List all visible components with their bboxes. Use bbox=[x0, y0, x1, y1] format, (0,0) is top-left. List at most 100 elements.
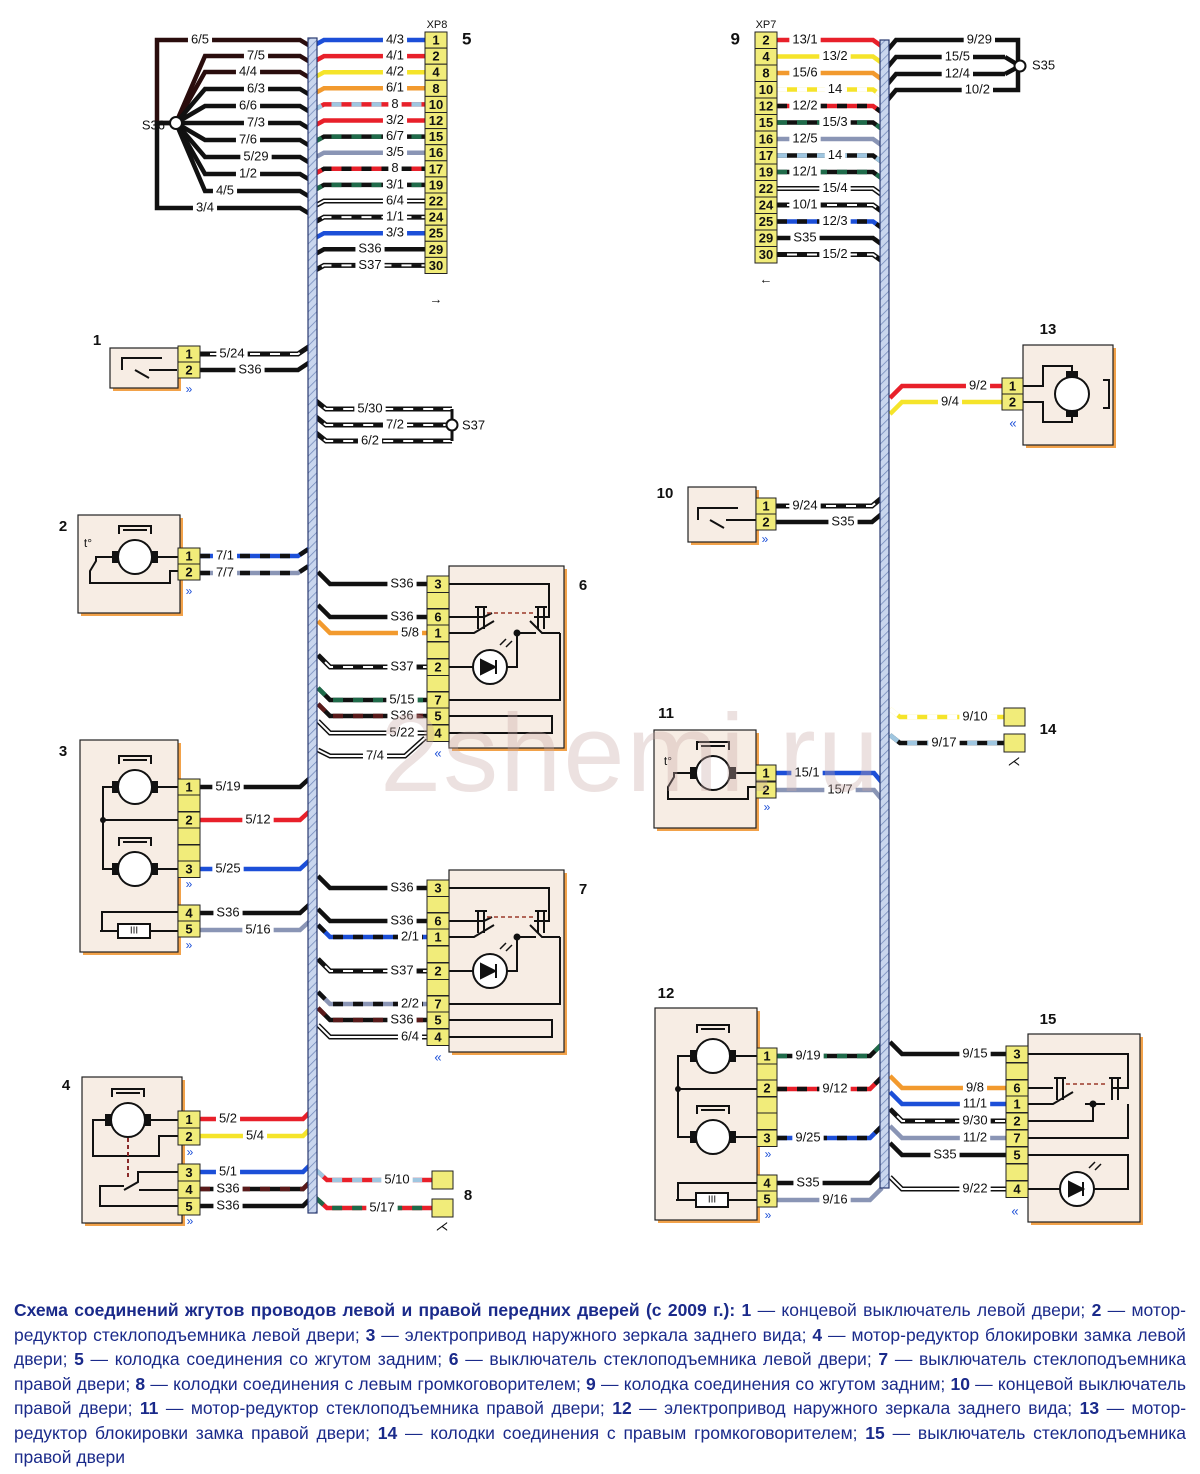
switch-icon bbox=[121, 357, 177, 379]
caption-item: 3 — электропривод наружного зеркала задн… bbox=[359, 1324, 807, 1345]
s36-wire-label: 6/5 bbox=[191, 31, 209, 46]
caption-item: 11 — мотор-редуктор стеклоподъемника пра… bbox=[132, 1398, 605, 1418]
label-knockout bbox=[240, 147, 272, 165]
label-knockout bbox=[354, 399, 386, 417]
label-knockout bbox=[382, 223, 408, 241]
component-number-12: 12 bbox=[658, 985, 675, 1002]
pin-number: 10 bbox=[759, 82, 773, 97]
motor-icon bbox=[117, 539, 153, 575]
label-knockout bbox=[959, 1094, 991, 1112]
component-7-wire-label: 2/2 bbox=[401, 995, 419, 1010]
label-knockout bbox=[789, 162, 821, 180]
label-knockout bbox=[387, 607, 417, 625]
wire-stripe bbox=[316, 990, 427, 1007]
caption-item-number: 11 bbox=[132, 1398, 159, 1418]
component-12-wire-label: 9/25 bbox=[795, 1129, 820, 1144]
label-knockout bbox=[793, 1173, 823, 1191]
connector-latch-icon: » bbox=[186, 382, 193, 396]
component-12-pin bbox=[756, 1096, 778, 1114]
label-knockout bbox=[819, 244, 851, 262]
gear-bracket-icon bbox=[118, 755, 152, 764]
connector-latch-icon: « bbox=[1009, 415, 1016, 430]
connector-latch-icon: » bbox=[186, 584, 193, 598]
label-knockout bbox=[215, 1162, 241, 1180]
caption-item: 6 — выключатель стеклоподъемника левой д… bbox=[442, 1349, 872, 1369]
xp7-wire-label: 12/5 bbox=[792, 130, 817, 145]
pin-number: 1 bbox=[185, 548, 192, 563]
caption-item: 15 — выключатель стеклоподъемника правой… bbox=[14, 1422, 1187, 1468]
component-11-pin bbox=[755, 764, 777, 782]
s36-splice-node bbox=[169, 116, 183, 130]
caption-item-number: 6 bbox=[442, 1349, 459, 1369]
component-7-pin-slot bbox=[426, 945, 450, 963]
pin-number: 1 bbox=[763, 1049, 770, 1064]
label-knockout bbox=[819, 112, 851, 130]
label-knockout bbox=[366, 1198, 398, 1216]
xp8-wire bbox=[311, 230, 425, 242]
wire-stripe bbox=[777, 1075, 884, 1092]
light-rays-icon bbox=[499, 942, 513, 952]
label-knockout bbox=[382, 207, 408, 225]
label-knockout bbox=[789, 63, 821, 81]
pin-number: 25 bbox=[429, 226, 443, 241]
component-number-4: 4 bbox=[62, 1077, 71, 1094]
xp8-wire bbox=[311, 69, 425, 81]
xp8-wire-label: 3/1 bbox=[386, 176, 404, 191]
s35-wire-label: 9/29 bbox=[967, 31, 992, 46]
caption-item-number: 7 bbox=[871, 1349, 889, 1369]
wire-core bbox=[312, 200, 425, 208]
xp8-wire-label: 6/1 bbox=[386, 80, 404, 95]
pin-number: 3 bbox=[434, 881, 441, 896]
component-15-pin-slot bbox=[1005, 1062, 1029, 1080]
connector-latch-icon: » bbox=[186, 877, 193, 891]
s36-wire bbox=[154, 120, 312, 216]
left-harness-trunk bbox=[307, 37, 318, 1214]
s35-wire-label: 12/4 bbox=[945, 65, 970, 80]
light-rays-icon bbox=[499, 638, 513, 648]
label-knockout bbox=[824, 145, 846, 163]
junction-dot bbox=[513, 629, 521, 637]
component-14-wire-label: 9/17 bbox=[931, 734, 956, 749]
component-6-wire-label: S36 bbox=[390, 608, 413, 623]
pin-number: 2 bbox=[763, 1081, 770, 1096]
right-harness-trunk bbox=[879, 39, 890, 1189]
connector-xp8-label: XP8 bbox=[427, 19, 448, 31]
caption-item-number: 4 bbox=[806, 1324, 823, 1345]
pin-number: 5 bbox=[185, 921, 192, 936]
label-knockout bbox=[382, 143, 408, 161]
gear-bracket-icon bbox=[1103, 379, 1110, 409]
pin-number: 7 bbox=[1013, 1131, 1020, 1146]
caption-item-text: концевой выключатель правой двери bbox=[14, 1373, 1186, 1419]
xp7-wire-label: 15/4 bbox=[822, 180, 847, 195]
caption-item-text: выключатель стеклоподъемника правой двер… bbox=[14, 1349, 1186, 1394]
component-10-pin bbox=[755, 513, 777, 531]
s37-label: S37 bbox=[462, 417, 485, 432]
wire-core bbox=[317, 1024, 427, 1038]
component-number-5: 5 bbox=[462, 29, 471, 48]
pin-number: 30 bbox=[759, 247, 773, 262]
label-knockout bbox=[355, 239, 385, 257]
pin-number: 1 bbox=[185, 1112, 192, 1127]
pin-number: 24 bbox=[759, 198, 774, 213]
component-number-10: 10 bbox=[657, 485, 674, 502]
component-15-wire-label: 9/22 bbox=[962, 1180, 987, 1195]
pin-number: 17 bbox=[759, 148, 773, 163]
pin-number: 19 bbox=[759, 165, 773, 180]
pin-number: 6 bbox=[434, 914, 441, 929]
pin-number: 12 bbox=[429, 113, 443, 128]
component-11-pin bbox=[755, 781, 777, 799]
component-6-wire-label: S37 bbox=[390, 658, 413, 673]
label-knockout bbox=[789, 496, 821, 514]
component-3-wire-label: 5/19 bbox=[215, 778, 240, 793]
component-12-wire-label: 9/16 bbox=[822, 1191, 847, 1206]
motor-brush bbox=[112, 551, 120, 563]
label-knockout bbox=[243, 79, 269, 97]
component-12-pin bbox=[756, 1129, 778, 1147]
caption-item-number: 13 bbox=[1072, 1398, 1100, 1418]
label-knockout bbox=[819, 1079, 851, 1097]
caption-item-text: мотор-редуктор стеклоподъемника левой дв… bbox=[14, 1300, 1186, 1345]
xp7-wire-label: 12/2 bbox=[792, 97, 817, 112]
component-4-wire-label: 5/4 bbox=[246, 1127, 264, 1142]
pin-number: 10 bbox=[429, 97, 443, 112]
label-knockout bbox=[387, 911, 417, 929]
